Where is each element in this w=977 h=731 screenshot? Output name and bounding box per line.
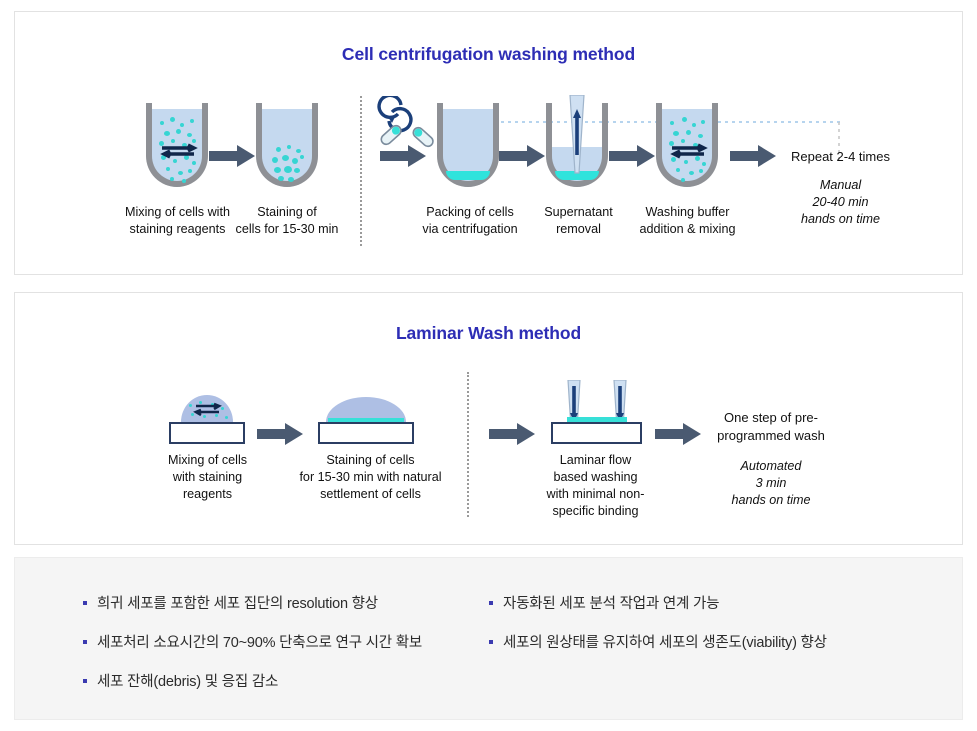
step-caption-mixing: Mixing of cells with staining reagents (125, 205, 230, 237)
benefit-item-left-3: 세포 잔해(debris) 및 응집 감소 (97, 674, 279, 690)
tube-supernatant (546, 95, 608, 187)
benefit-item-left-2: 세포처리 소요시간의 70~90% 단축으로 연구 시간 확보 (97, 635, 423, 651)
step-arrow-3 (499, 145, 545, 167)
settled-cell-layer (328, 418, 404, 423)
step-caption-staining: Staining of cells for 15-30 min (235, 205, 339, 237)
tube-wall (256, 103, 318, 187)
centrifugation-title: Cell centrifugation washing method (341, 44, 636, 64)
laminar-summary: Automated 3 min hands on time (731, 459, 811, 508)
benefit-item-left-1: 희귀 세포를 포함한 세포 집단의 resolution 향상 (97, 596, 378, 612)
slide-staining (318, 397, 414, 444)
cell-pellet (555, 171, 599, 180)
step-caption-packing: Packing of cells via centrifugation (422, 205, 518, 237)
step-arrow-4 (609, 145, 655, 167)
laminar-caption-mixing: Mixing of cells with staining reagents (167, 453, 248, 502)
tube-wall (146, 103, 208, 187)
tube-wall (656, 103, 718, 187)
glass-slide (551, 422, 642, 444)
bullet-icon (489, 640, 493, 644)
benefits-panel (14, 557, 963, 720)
tube-staining (256, 103, 318, 187)
laminar-panel (14, 292, 963, 545)
glass-slide (318, 422, 414, 444)
cell-pellet (446, 171, 490, 180)
laminar-arrow-2 (489, 423, 535, 445)
step-arrow-5 (730, 145, 776, 167)
bullet-icon (489, 601, 493, 605)
laminar-wash-device (551, 380, 642, 444)
glass-slide (169, 422, 245, 444)
step-arrow-1 (209, 145, 255, 167)
slide-mixing (169, 395, 245, 444)
tube-mixing (146, 103, 208, 187)
bullet-icon (83, 679, 87, 683)
laminar-arrow-3 (655, 423, 701, 445)
section-divider (360, 96, 362, 246)
mixing-arrow-icon (193, 402, 222, 417)
bullet-icon (83, 640, 87, 644)
mixing-arrow-icon (160, 143, 198, 159)
benefit-item-right-2: 세포의 원상태를 유지하여 세포의 생존도(viability) 향상 (503, 635, 827, 651)
laminar-caption-washing: Laminar flow based washing with minimal … (546, 453, 645, 519)
laminar-arrow-1 (257, 423, 303, 445)
bullet-icon (83, 601, 87, 605)
repeat-label: Repeat 2-4 times (791, 149, 890, 164)
step-caption-supernatant: Supernatant removal (544, 205, 613, 237)
droplet (181, 395, 233, 422)
tube-wall (437, 103, 499, 187)
laminar-title: Laminar Wash method (395, 323, 582, 343)
pipette-icon (569, 95, 585, 174)
tube-wall (546, 103, 608, 187)
benefit-item-right-1: 자동화된 세포 분석 작업과 연계 가능 (503, 596, 720, 612)
mixing-arrow-icon (670, 143, 708, 159)
centrifugation-summary: Manual 20-40 min hands on time (800, 178, 881, 227)
tube-packing (437, 103, 499, 187)
laminar-caption-staining: Staining of cells for 15-30 min with nat… (299, 453, 442, 502)
laminar-result-label: One step of pre- programmed wash (717, 410, 825, 443)
step-arrow-2 (380, 145, 426, 167)
section-divider (467, 372, 469, 517)
tube-washing-buffer (656, 103, 718, 187)
washed-cell-layer (567, 417, 627, 423)
centrifuge-icon (377, 96, 434, 148)
step-caption-washing: Washing buffer addition & mixing (639, 205, 736, 237)
